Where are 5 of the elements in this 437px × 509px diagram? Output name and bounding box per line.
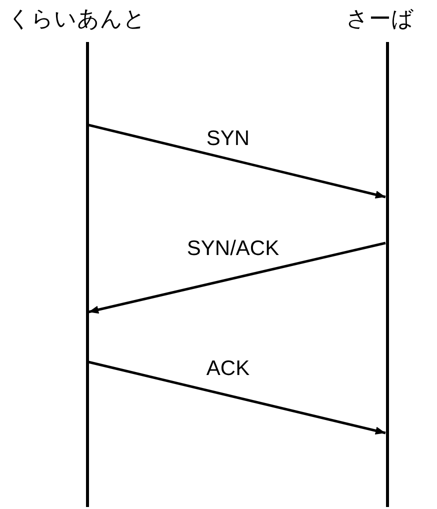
arrow: [88, 360, 386, 435]
arrow: [88, 242, 386, 314]
participant-label: くらいあんと: [8, 6, 146, 34]
participant-label: さーば: [346, 6, 414, 34]
arrow: [88, 124, 386, 199]
